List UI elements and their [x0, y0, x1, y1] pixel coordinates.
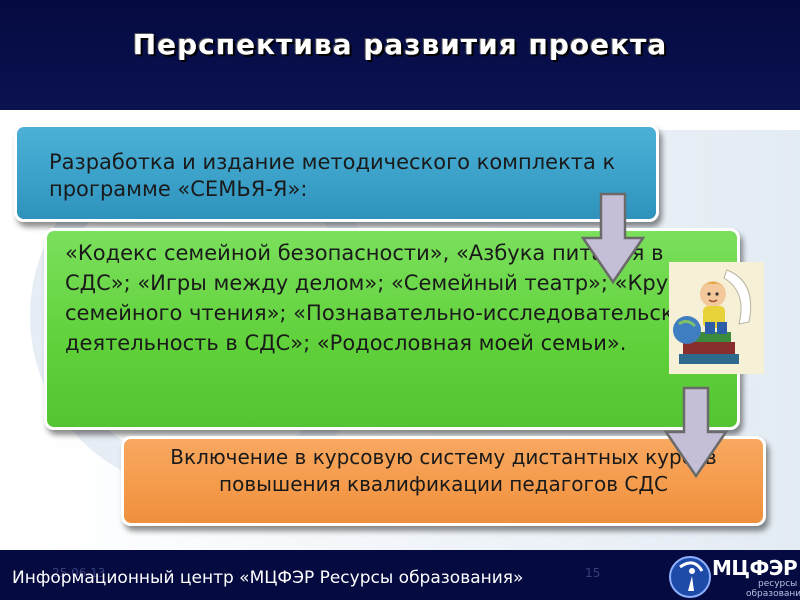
step-text-materials-list: «Кодекс семейной безопасности», «Азбука … [65, 241, 700, 355]
step-text-development: Разработка и издание методического компл… [49, 150, 616, 201]
step-box-courses: Включение в курсовую систему дистантных … [121, 436, 766, 526]
footer-page-number: 15 [585, 566, 601, 580]
footer-text: Информационный центр «МЦФЭР Ресурсы обра… [12, 568, 524, 588]
step-text-courses: Включение в курсовую систему дистантных … [170, 445, 717, 496]
footer-date: 25.06.13 [52, 566, 106, 580]
slide-title: Перспектива развития проекта [132, 28, 668, 61]
logo-subtitle-line1: ресурсы [758, 579, 798, 589]
logo-name: МЦФЭР [712, 556, 798, 580]
slide-footer [0, 550, 800, 600]
down-arrow-icon [664, 386, 728, 479]
logo-subtitle-line2: образования [746, 589, 800, 599]
mcfer-logo-icon [669, 556, 711, 598]
step-box-development: Разработка и издание методического компл… [14, 124, 659, 222]
down-arrow-icon [581, 192, 645, 285]
slide-header [0, 0, 800, 110]
boy-reading-books-illustration [669, 262, 764, 374]
